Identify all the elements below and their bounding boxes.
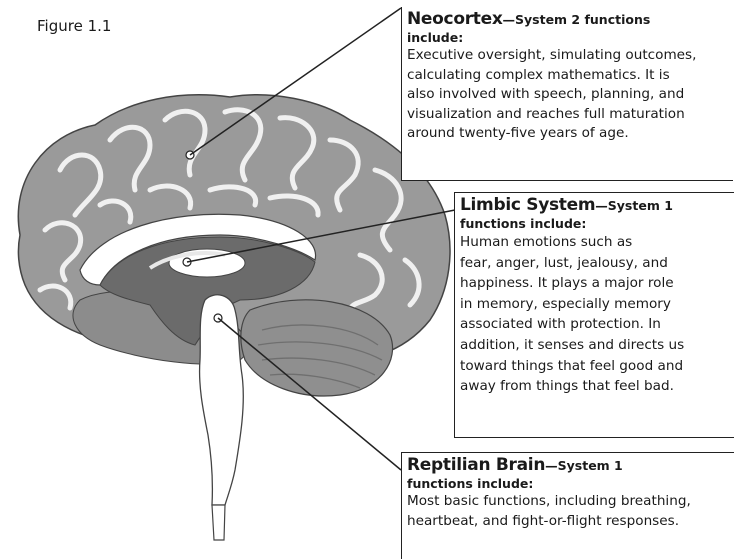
neocortex-heading: Neocortex—System 2 functions (407, 9, 728, 30)
neocortex-line: visualization and reaches full maturatio… (407, 105, 728, 125)
reptilian-callout: Reptilian Brain—System 1 functions inclu… (401, 452, 734, 559)
limbic-line: fear, anger, lust, jealousy, and (460, 253, 729, 274)
limbic-callout: Limbic System—System 1 functions include… (454, 192, 734, 438)
reptilian-heading: Reptilian Brain—System 1 (407, 455, 729, 476)
limbic-heading: Limbic System—System 1 (460, 195, 729, 216)
neocortex-line: Executive oversight, simulating outcomes… (407, 46, 728, 66)
limbic-line: Human emotions such as (460, 232, 729, 253)
limbic-line: addition, it senses and directs us (460, 335, 729, 356)
neocortex-subtitle: —System 2 functions (503, 12, 651, 27)
reptilian-title: Reptilian Brain (407, 455, 545, 475)
reptilian-line: Most basic functions, including breathin… (407, 492, 729, 512)
neocortex-line: also involved with speech, planning, and (407, 85, 728, 105)
limbic-line: in memory, especially memory (460, 294, 729, 315)
neocortex-title: Neocortex (407, 9, 503, 29)
reptilian-line: heartbeat, and fight-or-flight responses… (407, 512, 729, 532)
reptilian-subtitle: —System 1 (545, 458, 623, 473)
limbic-line: associated with protection. In (460, 314, 729, 335)
brainstem (200, 295, 244, 505)
spinal-cord (212, 505, 225, 540)
limbic-subtitle-cont: functions include: (460, 216, 729, 232)
neocortex-line: calculating complex mathematics. It is (407, 66, 728, 86)
neocortex-subtitle-cont: include: (407, 30, 728, 46)
limbic-line: happiness. It plays a major role (460, 273, 729, 294)
limbic-line: away from things that feel bad. (460, 376, 729, 397)
neocortex-line: around twenty-five years of age. (407, 124, 728, 144)
reptilian-subtitle-cont: functions include: (407, 476, 729, 492)
limbic-title: Limbic System (460, 195, 595, 215)
neocortex-callout: Neocortex—System 2 functions include: Ex… (401, 7, 733, 181)
limbic-subtitle: —System 1 (595, 198, 673, 213)
limbic-line: toward things that feel good and (460, 356, 729, 377)
